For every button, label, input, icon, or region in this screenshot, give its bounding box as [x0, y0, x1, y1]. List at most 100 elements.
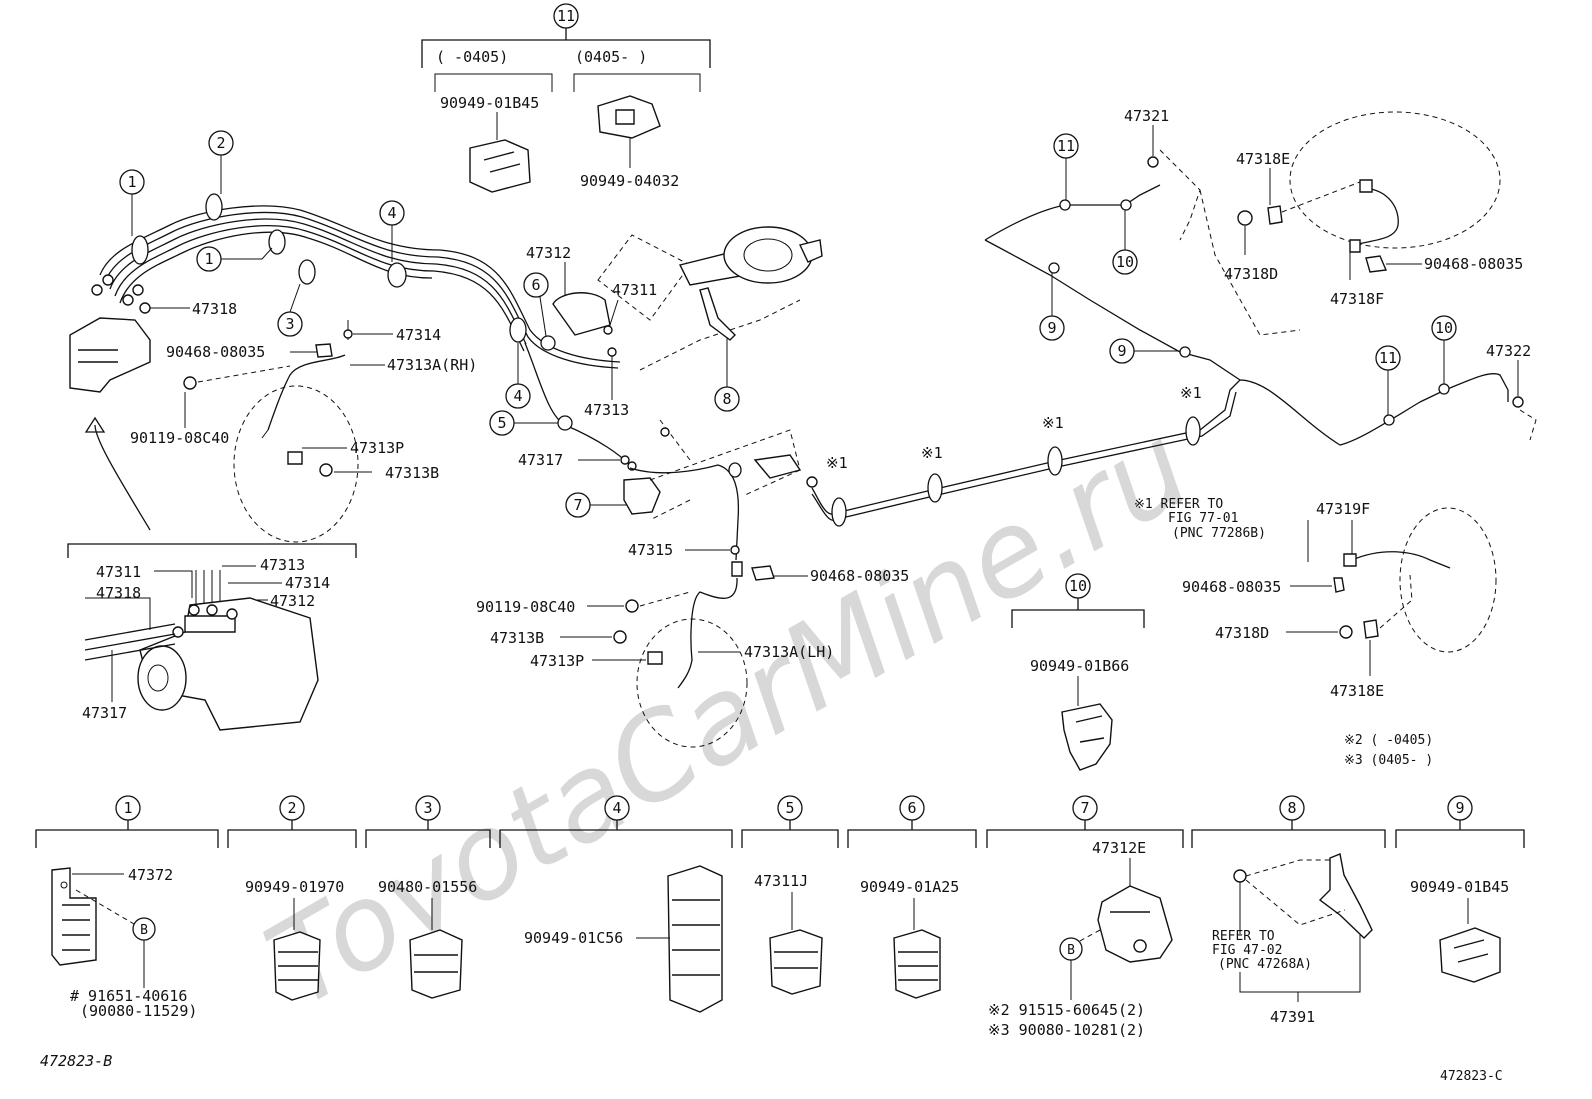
- svg-text:10: 10: [1435, 319, 1453, 337]
- g8-refer: REFER TO: [1212, 929, 1275, 944]
- svg-text:10: 10: [1116, 253, 1134, 271]
- note-x2: ※2 ( -0405): [1344, 733, 1433, 748]
- svg-text:9: 9: [1047, 319, 1056, 337]
- rear-labels: 47321 47318E 47318D 90468-08035 47318F 4…: [1124, 107, 1531, 768]
- part-90949-01B45-top[interactable]: 90949-01B45: [440, 94, 539, 112]
- front-tube-bundle: 47318: [69, 193, 621, 531]
- note-line-3: (PNC 77286B): [1172, 526, 1266, 541]
- rear-main-tube: ※1 ※1 ※1 ※1: [811, 149, 1537, 527]
- svg-text:8: 8: [1287, 799, 1296, 817]
- actuator-detail: 47311 47313 47318 47314 47312 47317: [67, 543, 357, 731]
- svg-text:11: 11: [1379, 349, 1397, 367]
- part-47314-upper[interactable]: 47314: [396, 326, 441, 344]
- part-47318-upper[interactable]: 47318: [192, 300, 237, 318]
- g7-91515[interactable]: ※2 91515-60645(2): [988, 1001, 1145, 1019]
- bottom-group-9: 9 90949-01B45: [1395, 795, 1525, 983]
- clamp-01B45-drawing: [469, 139, 531, 193]
- part-47313A-rh[interactable]: 47313A(RH): [387, 356, 477, 374]
- g1-90080[interactable]: (90080-11529): [80, 1002, 197, 1020]
- bundle-callouts: 1 2 1 3 4 4 5 6 7 8: [119, 130, 740, 518]
- bottom-group-6: 6 90949-01A25: [847, 795, 977, 999]
- rear-47318D-top[interactable]: 47318D: [1224, 265, 1278, 283]
- g7-90080[interactable]: ※3 90080-10281(2): [988, 1021, 1145, 1039]
- note-line-2: FIG 77-01: [1168, 511, 1238, 526]
- rear-90468-top[interactable]: 90468-08035: [1424, 255, 1523, 273]
- footer-left-code: 472823-B: [40, 1052, 112, 1070]
- note-x3: ※3 (0405- ): [1344, 753, 1433, 768]
- ref-mark-1-b: ※1: [921, 444, 943, 462]
- part-47313P-rh[interactable]: 47313P: [350, 439, 404, 457]
- g7-47312E[interactable]: 47312E: [1092, 839, 1146, 857]
- rear-47319F[interactable]: 47319F: [1316, 500, 1370, 518]
- bottom-group-8: 8 REFER TO FIG 47-02 (PNC 47268A) 47391: [1191, 795, 1386, 1026]
- part-90119-08C40-rh[interactable]: 90119-08C40: [130, 429, 229, 447]
- front-lh-hose: 47315 90468-08035 90119-08C40 47313B 473…: [476, 429, 909, 748]
- part-90949-04032[interactable]: 90949-04032: [580, 172, 679, 190]
- rear-47318D-low[interactable]: 47318D: [1215, 624, 1269, 642]
- ref-mark-1-c: ※1: [1042, 414, 1064, 432]
- rear-47321[interactable]: 47321: [1124, 107, 1169, 125]
- bottom-group-5: 5 47311J: [741, 795, 839, 995]
- svg-text:B: B: [1067, 943, 1075, 958]
- ref-mark-1-a: ※1: [826, 454, 848, 472]
- rear-90468-low[interactable]: 90468-08035: [1182, 578, 1281, 596]
- note-line-1: ※1 REFER TO: [1134, 497, 1223, 512]
- part-47311-upper[interactable]: 47311: [612, 281, 657, 299]
- g8-47391[interactable]: 47391: [1270, 1008, 1315, 1026]
- svg-text:B: B: [140, 923, 148, 938]
- g6-part[interactable]: 90949-01A25: [860, 878, 959, 896]
- svg-text:7: 7: [1080, 799, 1089, 817]
- svg-text:7: 7: [573, 496, 582, 514]
- svg-text:1: 1: [204, 250, 213, 268]
- svg-text:8: 8: [722, 390, 731, 408]
- bottom-group-1: 1 47372 B # 91651-40616 (90080-11529): [35, 795, 219, 1020]
- act-47314[interactable]: 47314: [285, 574, 330, 592]
- top-clamp-group: 11 ( -0405) (0405- ) 90949-01B45 90949-0…: [421, 3, 711, 193]
- bottom-group-2: 2 90949-01970: [227, 795, 357, 1001]
- bottom-group-3: 3 90480-01556: [365, 795, 491, 999]
- group10-part[interactable]: 90949-01B66: [1030, 657, 1129, 675]
- master-cylinder-area: 47312 47311 47313 47317: [518, 226, 823, 521]
- act-47311[interactable]: 47311: [96, 563, 141, 581]
- act-47313[interactable]: 47313: [260, 556, 305, 574]
- svg-text:2: 2: [216, 134, 225, 152]
- g2-part[interactable]: 90949-01970: [245, 878, 344, 896]
- g5-part[interactable]: 47311J: [754, 872, 808, 890]
- lh-47313P[interactable]: 47313P: [530, 652, 584, 670]
- svg-text:1: 1: [123, 799, 132, 817]
- lh-47313A[interactable]: 47313A(LH): [744, 643, 834, 661]
- act-47317[interactable]: 47317: [82, 704, 127, 722]
- part-47312-upper[interactable]: 47312: [526, 244, 571, 262]
- lh-90468-08035[interactable]: 90468-08035: [810, 567, 909, 585]
- g4-part[interactable]: 90949-01C56: [524, 929, 623, 947]
- part-47313-upper[interactable]: 47313: [584, 401, 629, 419]
- part-47313B-rh[interactable]: 47313B: [385, 464, 439, 482]
- rear-47322[interactable]: 47322: [1486, 342, 1531, 360]
- svg-text:11: 11: [557, 7, 575, 25]
- part-47317-upper[interactable]: 47317: [518, 451, 563, 469]
- svg-text:4: 4: [387, 204, 396, 222]
- g9-part[interactable]: 90949-01B45: [1410, 878, 1509, 896]
- footer-right-code: 472823-C: [1440, 1069, 1503, 1084]
- g3-part[interactable]: 90480-01556: [378, 878, 477, 896]
- lh-47313B[interactable]: 47313B: [490, 629, 544, 647]
- svg-text:9: 9: [1117, 342, 1126, 360]
- svg-text:6: 6: [531, 276, 540, 294]
- rear-47318E-top[interactable]: 47318E: [1236, 150, 1290, 168]
- g8-pnc: (PNC 47268A): [1218, 957, 1312, 972]
- part-90468-08035-rh[interactable]: 90468-08035: [166, 343, 265, 361]
- svg-text:1: 1: [127, 173, 136, 191]
- actuator-body: [139, 597, 319, 731]
- svg-text:3: 3: [423, 799, 432, 817]
- g1-47372[interactable]: 47372: [128, 866, 173, 884]
- svg-text:5: 5: [497, 414, 506, 432]
- act-47312[interactable]: 47312: [270, 592, 315, 610]
- rear-47318E-low[interactable]: 47318E: [1330, 682, 1384, 700]
- lh-47315[interactable]: 47315: [628, 541, 673, 559]
- rear-47318F-top[interactable]: 47318F: [1330, 290, 1384, 308]
- lh-90119-08C40[interactable]: 90119-08C40: [476, 598, 575, 616]
- g1-91651[interactable]: # 91651-40616: [70, 987, 187, 1005]
- svg-text:10: 10: [1069, 577, 1087, 595]
- svg-text:5: 5: [785, 799, 794, 817]
- act-47318[interactable]: 47318: [96, 584, 141, 602]
